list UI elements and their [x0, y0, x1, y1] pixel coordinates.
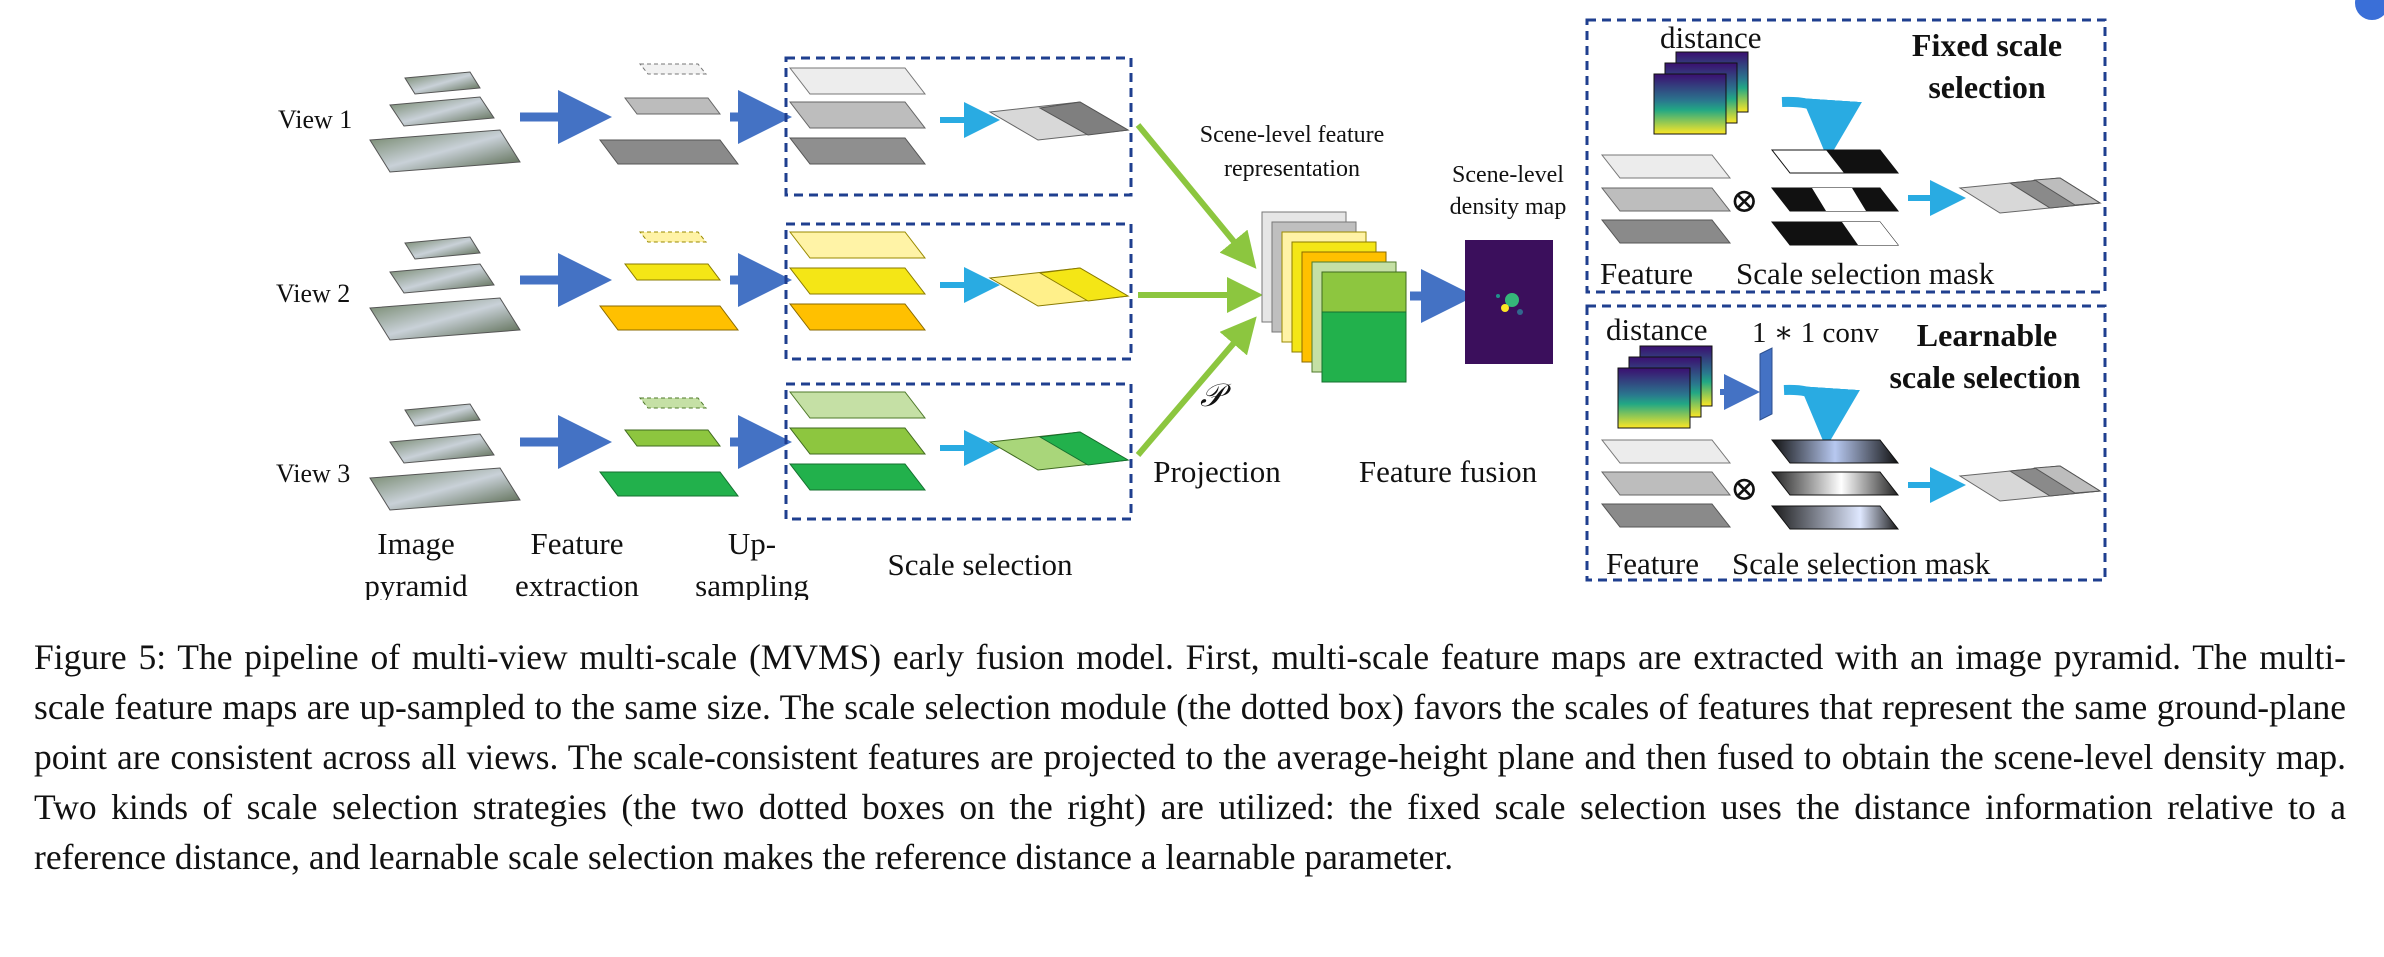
- stage-feature-extraction-2: extraction: [515, 568, 639, 600]
- fixed-title-1: Fixed scale: [1912, 27, 2062, 63]
- scene-feature-stack: [1261, 211, 1407, 383]
- stage-upsampling-1: Up-: [728, 526, 776, 561]
- stage-feature-extraction-1: Feature: [531, 526, 624, 561]
- image-pyramid-view-1: [369, 71, 521, 173]
- learnable-mask-label: Scale selection mask: [1732, 546, 1991, 581]
- scene-density-label-2: density map: [1450, 194, 1567, 220]
- stage-image-pyramid-2: pyramid: [364, 568, 468, 600]
- scale-selection-box-1: [784, 56, 1133, 197]
- figure-caption: Figure 5: The pipeline of multi-view mul…: [34, 637, 2346, 877]
- stage-feature-fusion: Feature fusion: [1359, 454, 1538, 489]
- scene-density-map: [1465, 240, 1553, 364]
- arrows-upsample: [730, 90, 792, 469]
- stage-upsampling-2: sampling: [695, 568, 809, 600]
- stage-scale-selection: Scale selection: [887, 547, 1073, 582]
- image-pyramid-view-2: [369, 236, 521, 341]
- learnable-distance-label: distance: [1606, 312, 1708, 347]
- learnable-title-1: Learnable: [1917, 317, 2057, 353]
- feature-stack-view-1: [599, 63, 739, 165]
- fixed-distance-label: distance: [1660, 20, 1762, 55]
- pipeline-figure: View 1 View 2 View 3: [276, 18, 2107, 600]
- learnable-scale-selection-box: ⊗: [1585, 304, 2107, 582]
- projection-symbol: 𝒫: [1200, 377, 1232, 413]
- fixed-title-2: selection: [1928, 69, 2046, 105]
- stage-image-pyramid-1: Image: [377, 526, 454, 561]
- scale-selection-box-2: [784, 222, 1133, 361]
- arrows-extract: [520, 90, 612, 469]
- scene-feature-label-2: representation: [1224, 156, 1360, 182]
- corner-badge: [2355, 0, 2384, 20]
- feature-stack-view-3: [599, 397, 739, 497]
- fixed-feature-label: Feature: [1600, 256, 1693, 291]
- learnable-title-2: scale selection: [1889, 359, 2080, 395]
- scene-feature-label-1: Scene-level feature: [1200, 122, 1385, 148]
- learnable-feature-label: Feature: [1606, 546, 1699, 581]
- scale-selection-box-3: [784, 382, 1133, 521]
- fixed-otimes: ⊗: [1730, 183, 1759, 220]
- projection-arrows: [1135, 123, 1263, 457]
- fixed-mask-label: Scale selection mask: [1736, 256, 1995, 291]
- view-label-3: View 3: [276, 459, 350, 488]
- stage-projection: Projection: [1153, 454, 1281, 489]
- fixed-scale-selection-box: ⊗: [1585, 18, 2107, 294]
- learnable-conv-label: 1 ∗ 1 conv: [1752, 317, 1879, 349]
- scene-density-label-1: Scene-level: [1452, 162, 1564, 188]
- view-label-1: View 1: [278, 105, 352, 134]
- feature-stack-view-2: [599, 231, 739, 331]
- image-pyramid-view-3: [369, 403, 521, 511]
- learnable-otimes: ⊗: [1730, 471, 1759, 508]
- view-label-2: View 2: [276, 279, 350, 308]
